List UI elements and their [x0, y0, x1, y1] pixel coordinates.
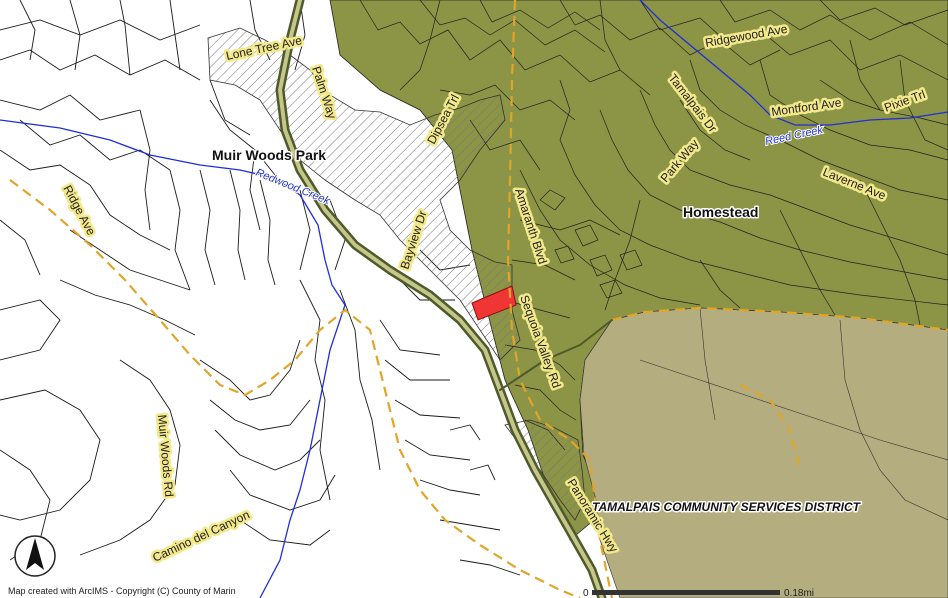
map-credit: Map created with ArcIMS - Copyright (C) …	[8, 586, 236, 596]
green-zone-parcels	[359, 0, 948, 451]
north-arrow-icon	[14, 535, 56, 577]
scale-bar-start-label: 0	[583, 588, 589, 598]
district-boundaries	[9, 0, 948, 598]
scale-bar-end-label: 0.18mi	[784, 588, 814, 598]
district-label: TAMALPAIS COMMUNITY SERVICES DISTRICT	[592, 500, 862, 514]
place-label-homestead: Homestead	[683, 204, 758, 220]
white-area-parcels	[0, 0, 521, 576]
district-zone	[579, 307, 948, 598]
selected-parcel[interactable]	[471, 285, 517, 321]
district-zone-parcels	[639, 307, 948, 521]
place-label-muir-woods-park: Muir Woods Park	[212, 147, 326, 163]
road-network	[275, 0, 613, 598]
scale-bar: 0 0.18mi	[583, 588, 814, 598]
